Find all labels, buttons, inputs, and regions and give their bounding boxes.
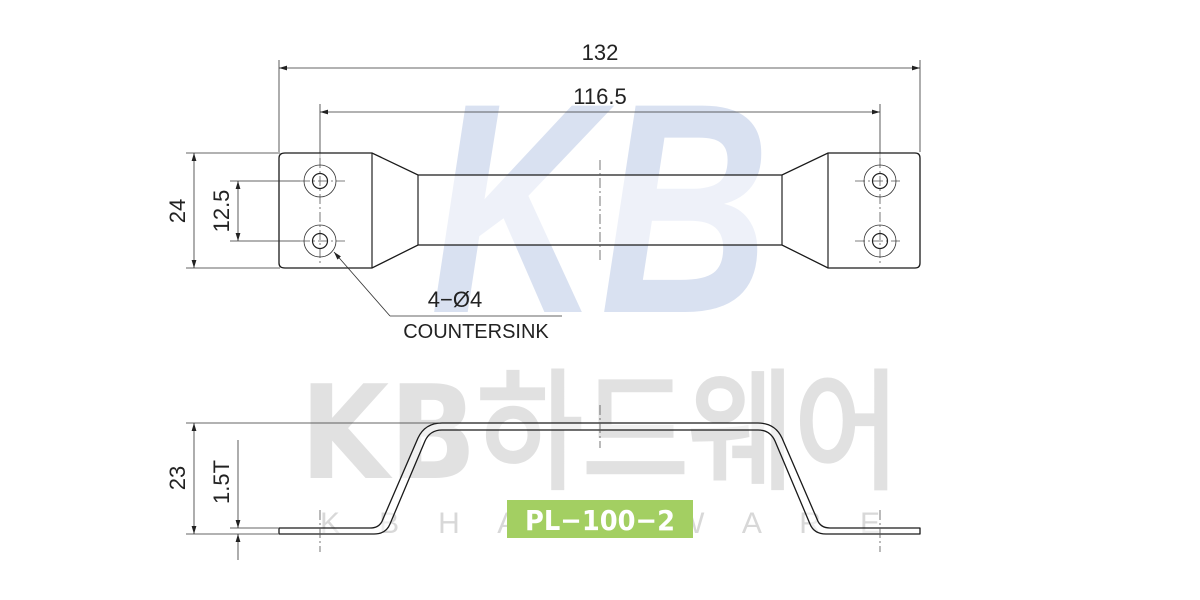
hole-leader-line <box>333 251 391 317</box>
countersink-hole <box>303 164 337 198</box>
countersink-label: COUNTERSINK <box>403 321 549 343</box>
overall-length-label: 132 <box>582 40 619 65</box>
hole-note-label: 4−Ø4 <box>428 287 482 312</box>
height-label: 23 <box>165 466 190 490</box>
top-view: 132 116.5 <box>165 40 921 343</box>
countersink-hole <box>863 164 897 198</box>
countersink-hole <box>863 224 897 258</box>
thickness-label: 1.5T <box>209 460 234 504</box>
hole-pitch-label: 116.5 <box>573 84 626 109</box>
handle-top-outline <box>278 152 921 269</box>
hole-spacing-label: 12.5 <box>209 190 234 233</box>
width-label: 24 <box>165 199 190 223</box>
countersink-hole <box>303 224 337 258</box>
model-badge: PL−100−2 <box>507 500 693 538</box>
handle-side-profile <box>278 422 921 535</box>
model-label: PL−100−2 <box>525 504 675 537</box>
side-view: 23 1.5T <box>165 405 921 560</box>
